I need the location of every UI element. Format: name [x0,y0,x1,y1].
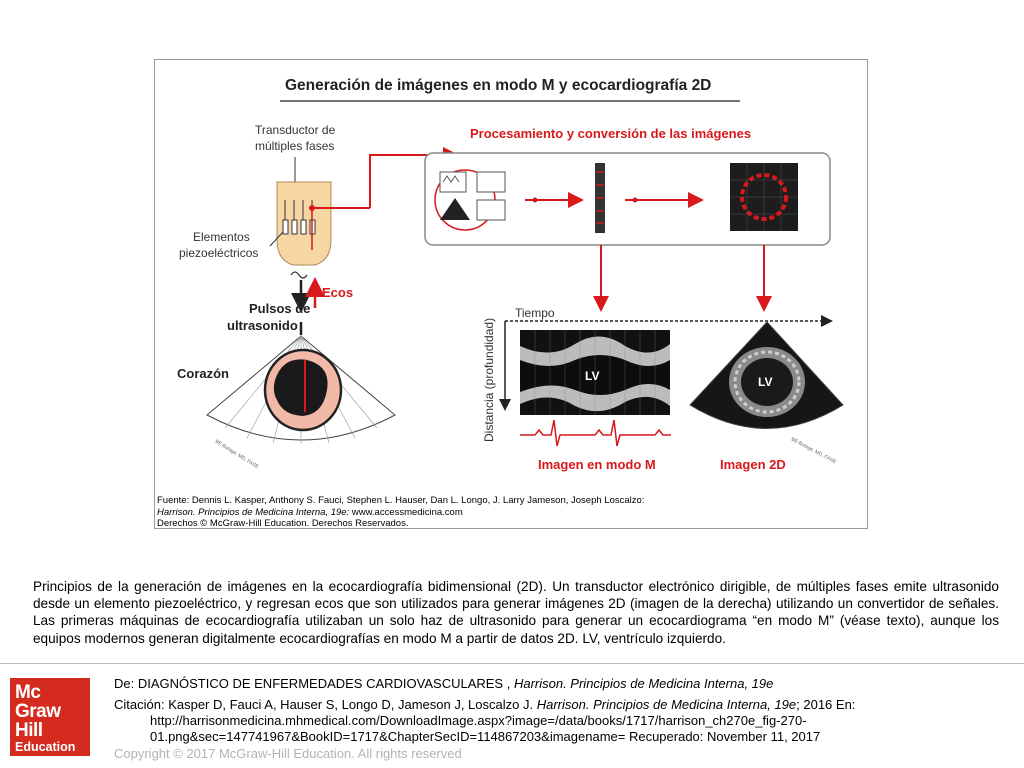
lv-2d-label: LV [758,375,772,389]
logo-line-4: Education [15,740,76,754]
logo-line-2: Graw [15,701,61,722]
figure-source: Fuente: Dennis L. Kasper, Anthony S. Fau… [155,495,869,530]
citation-rest: ; 2016 En: [796,697,856,712]
diagram-canvas: Generación de imágenes en modo M y ecoca… [177,77,844,472]
lv-mmode-label: LV [585,369,599,383]
citation-url-continued[interactable]: 01.png&sec=147741967&BookID=1717&Chapter… [150,729,821,744]
artist-credit-right: BE Butage, MD, FASE [790,436,838,465]
diagram-title: Generación de imágenes en modo M y ecoca… [285,77,711,94]
source-book: Harrison. Principios de Medicina Interna… [157,506,350,518]
transducer-label: Transductor de múltiples fases [255,123,339,153]
source-line-2: Harrison. Principios de Medicina Interna… [157,507,869,519]
from-label: De: DIAGNÓSTICO DE ENFERMEDADES CARDIOVA… [114,676,514,691]
depth-label: Distancia (profundidad) [482,318,496,442]
source-line-1: Fuente: Dennis L. Kasper, Anthony S. Fau… [157,495,645,506]
footer-divider [0,663,1024,664]
artist-credit-left: BE Butage, MD, FASE [214,439,260,471]
time-label: Tiempo [515,306,555,320]
heart-chamber [273,359,328,416]
figure-caption: Principios de la generación de imágenes … [33,579,999,646]
wave-icon [290,271,308,279]
source-url: www.accessmedicina.com [349,506,463,518]
mcgraw-hill-logo: Mc Graw Hill Education [10,678,90,756]
figure: Generación de imágenes en modo M y ecoca… [154,59,868,529]
citation-label: Citación: Kasper D, Fauci A, Hauser S, L… [114,697,530,712]
piezo-label: Elementos piezoeléctricos [179,230,258,260]
citation-book: Harrison. Principios de Medicina Interna… [536,697,797,712]
citation-sep: . [529,697,537,712]
logo-line-1: Mc [15,682,41,703]
mmode-title: Imagen en modo M [538,457,656,472]
twod-title: Imagen 2D [720,457,786,472]
processing-label: Procesamiento y conversión de las imágen… [470,126,751,141]
heart-label: Corazón [177,366,229,381]
ecg-trace [520,419,671,447]
copyright-notice: Copyright © 2017 McGraw-Hill Education. … [114,746,462,761]
piezo-pointer [269,231,284,247]
reference-citation: Citación: Kasper D, Fauci A, Hauser S, L… [114,697,855,745]
signal-dot [309,205,315,211]
signal-loop-icon [434,169,506,231]
pulses-label: Pulsos de ultrasonido [227,301,314,333]
source-line-3: Derechos © McGraw-Hill Education. Derech… [157,518,409,529]
reference-from: De: DIAGNÓSTICO DE ENFERMEDADES CARDIOVA… [114,676,773,692]
ecos-label: Ecos [322,285,353,300]
from-book: Harrison. Principios de Medicina Interna… [513,676,774,691]
logo-line-3: Hill [15,720,43,741]
citation-url-link[interactable]: http://harrisonmedicina.mhmedical.com/Do… [150,713,807,728]
